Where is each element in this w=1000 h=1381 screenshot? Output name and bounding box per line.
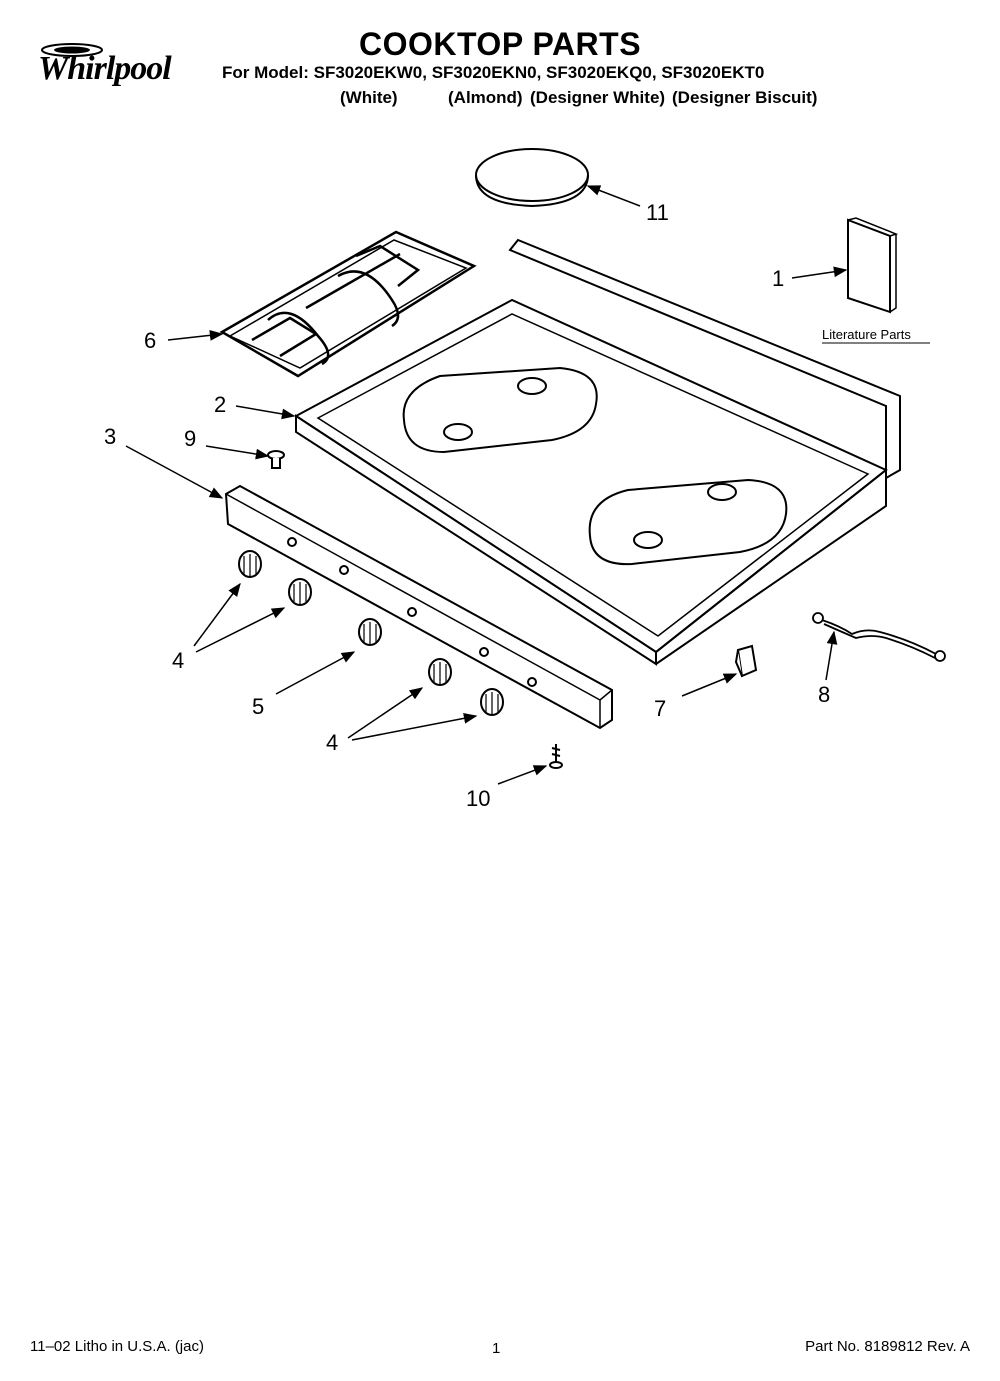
part-cooktop-panel [294, 238, 901, 666]
color-designer-white: (Designer White) [530, 88, 666, 107]
color-designer-biscuit: (Designer Biscuit) [672, 88, 818, 107]
callout-11: 11 [646, 200, 669, 225]
whirlpool-logo: Whirlpool [30, 36, 200, 100]
part-control-knobs [238, 550, 504, 716]
part-ground-wire [812, 612, 946, 662]
leader-arrows [125, 185, 848, 785]
part-stud [267, 450, 285, 469]
part-burner-grate [219, 230, 477, 378]
callout-4-bottom: 4 [326, 730, 338, 755]
callout-3: 3 [104, 424, 116, 449]
footer-page-number: 1 [492, 1340, 501, 1357]
footer-litho: 11–02 Litho in U.S.A. (jac) [30, 1338, 204, 1355]
color-almond: (Almond) [448, 88, 523, 107]
logo-swoosh-icon [41, 43, 103, 57]
callout-7: 7 [654, 696, 666, 721]
callout-5: 5 [252, 694, 264, 719]
literature-parts-label: Literature Parts [822, 327, 911, 342]
footer-part-number: Part No. 8189812 Rev. A [805, 1338, 970, 1355]
callout-1: 1 [772, 266, 784, 291]
callout-2: 2 [214, 392, 226, 417]
callout-8: 8 [818, 682, 830, 707]
part-bracket [734, 644, 758, 678]
part-control-panel [224, 484, 613, 730]
color-variants: (White) (Almond) (Designer White) (Desig… [340, 88, 820, 110]
knob-2 [288, 578, 312, 606]
callout-4-top: 4 [172, 648, 184, 673]
part-screw [549, 744, 563, 769]
callout-10: 10 [466, 786, 490, 811]
logo-text: Whirlpool [38, 50, 172, 87]
model-line: For Model: SF3020EKW0, SF3020EKN0, SF302… [222, 63, 765, 82]
knob-4 [428, 658, 452, 686]
knob-5 [480, 688, 504, 716]
part-burner-cap [475, 148, 589, 208]
color-white: (White) [340, 88, 398, 107]
callout-6: 6 [144, 328, 156, 353]
callout-9: 9 [184, 426, 196, 451]
part-literature-card [847, 217, 899, 314]
page-title: COOKTOP PARTS [358, 26, 642, 62]
knob-1 [238, 550, 262, 578]
knob-3 [358, 618, 382, 646]
